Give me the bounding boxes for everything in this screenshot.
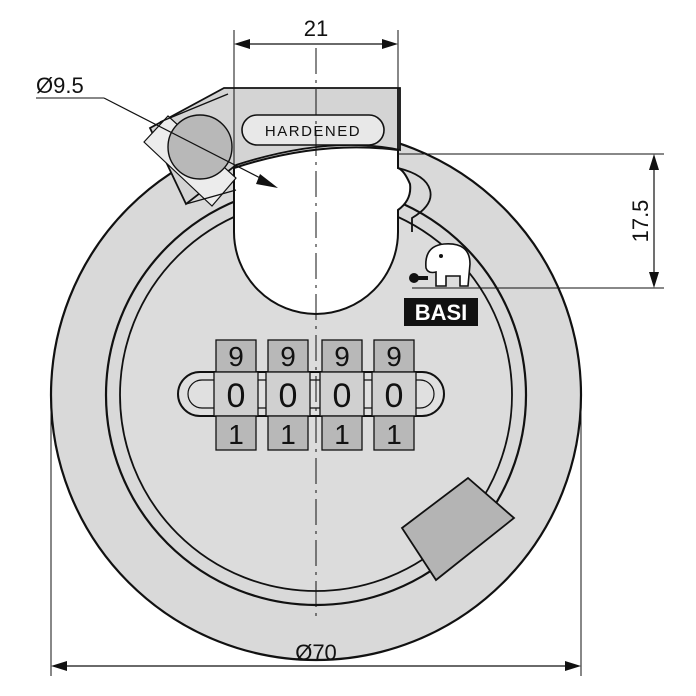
dimension-shackle-gap: 21 (233, 16, 399, 168)
dial[interactable]: 9 0 1 (371, 339, 417, 451)
dial-digit-bottom: 1 (228, 419, 244, 450)
combination-dials: 9 0 1 9 0 1 9 0 1 9 0 1 (213, 339, 417, 451)
dimension-label-pin-diameter: Ø9.5 (36, 73, 84, 98)
dial-digit-middle: 0 (333, 377, 352, 415)
dimension-pin-diameter: Ø9.5 (36, 73, 278, 188)
hardened-label: HARDENED (265, 123, 361, 140)
dial-digit-middle: 0 (227, 377, 246, 415)
side-latch (400, 476, 516, 582)
dimension-label-shackle-height: 17.5 (628, 200, 653, 243)
brand-name: BASI (415, 300, 468, 325)
dial-window-inner (187, 379, 435, 409)
brand-plate: BASI (404, 298, 478, 326)
dial-digit-bottom: 1 (334, 419, 350, 450)
dial-digit-top: 9 (228, 341, 244, 372)
dial-digit-middle: 0 (279, 377, 298, 415)
dial-digit-bottom: 1 (386, 419, 402, 450)
hardened-engraving: HARDENED (241, 114, 385, 146)
dial[interactable]: 9 0 1 (319, 339, 365, 451)
dial-digit-bottom: 1 (280, 419, 296, 450)
dial-digit-top: 9 (334, 341, 350, 372)
dial-digit-top: 9 (280, 341, 296, 372)
shackle-pin (143, 93, 237, 207)
dimension-label-shackle-gap: 21 (304, 16, 328, 41)
dial-digit-top: 9 (386, 341, 402, 372)
elephant-icon (425, 243, 471, 287)
dimension-shackle-height: 17.5 (398, 153, 664, 289)
dimension-body-diameter: Ø70 (50, 395, 582, 676)
dial-digit-middle: 0 (385, 377, 404, 415)
dimension-label-body-diameter: Ø70 (295, 640, 337, 665)
dial[interactable]: 9 0 1 (213, 339, 259, 451)
dial[interactable]: 9 0 1 (265, 339, 311, 451)
shackle-opening (233, 146, 412, 315)
keyhole-icon (409, 273, 428, 283)
shackle-edge (397, 88, 432, 232)
